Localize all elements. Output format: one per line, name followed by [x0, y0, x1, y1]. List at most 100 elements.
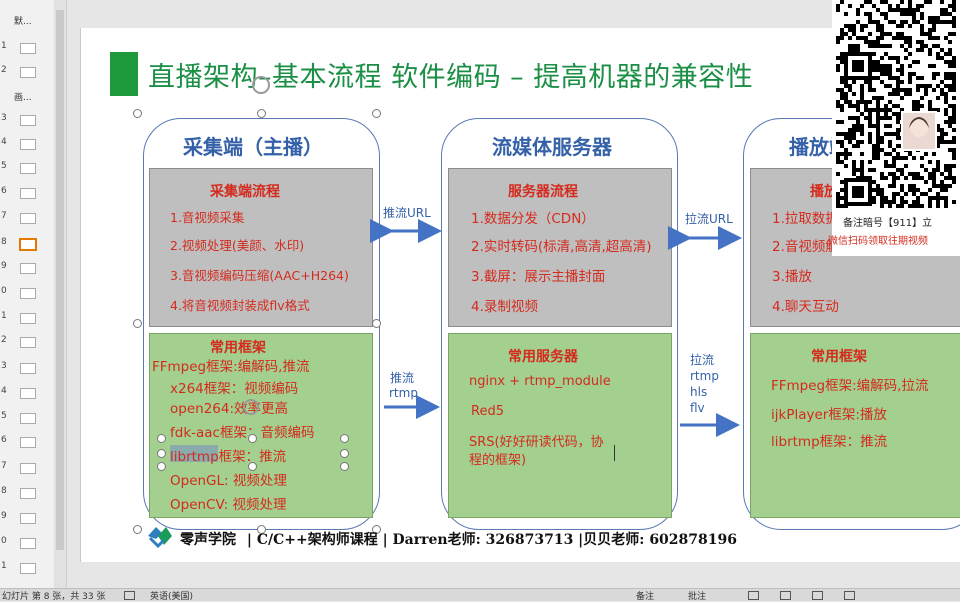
textbox-handle[interactable] — [157, 434, 166, 443]
capture-process-line: 3.音视频编码压缩(AAC+H264) — [170, 268, 349, 283]
slide-thumbnail-image[interactable] — [20, 139, 36, 150]
slide-thumbnail[interactable]: 8 — [0, 234, 54, 254]
capture-framework-line: OpenCV: 视频处理 — [170, 497, 287, 513]
slide-thumbnail[interactable]: 5 — [0, 408, 54, 428]
textbox-handle[interactable] — [157, 462, 166, 471]
server-list-line: nginx + rtmp_module — [469, 374, 611, 389]
slide-thumbnail-image[interactable] — [20, 163, 36, 174]
slide-thumbnail[interactable]: 8 — [0, 483, 54, 503]
server-process-line: 1.数据分发（CDN） — [471, 211, 595, 227]
slide-thumbnail-number: 2 — [1, 335, 7, 345]
resize-handle[interactable] — [372, 319, 381, 328]
slide-thumbnail-image[interactable] — [20, 115, 36, 126]
comments-toggle[interactable]: 批注 — [688, 592, 707, 602]
scrollbar-thumb[interactable] — [56, 10, 64, 550]
pull-proto-label: hls — [690, 385, 708, 399]
footer-course-info: | C/C++架构师课程 | Darren老师: 326873713 |贝贝老师… — [246, 532, 737, 548]
slide-thumbnail[interactable]: 7 — [0, 208, 54, 228]
slide-thumbnail[interactable]: 6 — [0, 183, 54, 203]
rotate-handle-icon[interactable] — [243, 399, 259, 415]
slide-thumbnail-image[interactable] — [20, 413, 36, 424]
resize-handle[interactable] — [372, 525, 381, 534]
slide-thumbnail-image[interactable] — [19, 238, 37, 251]
slide-thumbnail-image[interactable] — [20, 213, 36, 224]
slide-thumbnail-image[interactable] — [20, 563, 36, 574]
section-label-2[interactable]: 画... — [14, 93, 32, 103]
slide-thumbnail-number: 9 — [1, 511, 7, 521]
slide-thumbnail[interactable]: 2 — [0, 332, 54, 352]
capture-framework-line: OpenGL: 视频处理 — [170, 473, 287, 489]
slide-thumbnail-image[interactable] — [20, 188, 36, 199]
capture-process-heading: 采集端流程 — [210, 184, 280, 200]
slide-thumbnail-image[interactable] — [20, 488, 36, 499]
slide-thumbnail-image[interactable] — [20, 337, 36, 348]
capture-process-box[interactable] — [149, 168, 373, 327]
resize-handle[interactable] — [133, 319, 142, 328]
textbox-handle[interactable] — [340, 449, 349, 458]
capture-frameworks-box[interactable] — [149, 333, 373, 518]
slide-thumbnail[interactable]: 3 — [0, 358, 54, 378]
slide-thumbnail-number: 7 — [1, 461, 7, 471]
server-list-line: 程的框架) — [469, 453, 527, 468]
slide-thumbnail-image[interactable] — [20, 43, 36, 54]
resize-handle[interactable] — [257, 525, 266, 534]
slide-thumbnail[interactable]: 4 — [0, 383, 54, 403]
slide-thumbnail[interactable]: 7 — [0, 458, 54, 478]
spellcheck-icon[interactable] — [124, 591, 135, 600]
slide-thumbnail[interactable]: 5 — [0, 158, 54, 178]
title-accent-bar — [110, 52, 138, 96]
resize-handle[interactable] — [257, 109, 266, 118]
slide-thumbnail-image[interactable] — [20, 388, 36, 399]
qr-code-icon — [836, 0, 956, 208]
slide-thumbnail[interactable]: 0 — [0, 283, 54, 303]
normal-view-icon[interactable] — [748, 591, 759, 600]
slide-thumbnail-image[interactable] — [20, 313, 36, 324]
rotate-handle-icon[interactable] — [252, 76, 270, 94]
reading-view-icon[interactable] — [812, 591, 823, 600]
resize-handle[interactable] — [133, 109, 142, 118]
slideshow-icon[interactable] — [844, 591, 855, 600]
language-indicator[interactable]: 英语(美国) — [150, 592, 194, 602]
slide-thumbnail[interactable]: 1 — [0, 38, 54, 58]
section-label-default[interactable]: 默... — [14, 17, 32, 27]
textbox-handle[interactable] — [157, 449, 166, 458]
server-process-line: 4.录制视频 — [471, 299, 538, 315]
slide-thumbnail[interactable]: 0 — [0, 533, 54, 553]
slide-thumbnail[interactable]: 2 — [0, 62, 54, 82]
slide-thumbnail[interactable]: 9 — [0, 258, 54, 278]
slide-thumbnail[interactable]: 4 — [0, 134, 54, 154]
server-process-box[interactable] — [448, 168, 672, 327]
slide-thumbnail[interactable]: 3 — [0, 110, 54, 130]
slide-thumbnail-image[interactable] — [20, 538, 36, 549]
slide-thumbnail-image[interactable] — [20, 363, 36, 374]
slide-thumbnail-image[interactable] — [20, 437, 36, 448]
server-list-box[interactable] — [448, 333, 672, 518]
slide-thumbnail-image[interactable] — [20, 463, 36, 474]
slide-thumbnail[interactable]: 1 — [0, 308, 54, 328]
slide-thumbnail-image[interactable] — [20, 263, 36, 274]
slide-thumbnail[interactable]: 1 — [0, 558, 54, 578]
slide-thumbnail-image[interactable] — [20, 288, 36, 299]
textbox-handle[interactable] — [248, 462, 257, 471]
slide-thumbnail-number: 0 — [1, 286, 7, 296]
slide-thumbnail-image[interactable] — [20, 67, 36, 78]
slide-thumbnail-image[interactable] — [20, 513, 36, 524]
resize-handle[interactable] — [133, 525, 142, 534]
textbox-handle[interactable] — [248, 434, 257, 443]
slide-thumbnail-number: 2 — [1, 65, 7, 75]
textbox-handle[interactable] — [340, 434, 349, 443]
player-frameworks-box[interactable] — [750, 333, 960, 518]
slide-title[interactable]: 直播架构–基本流程 软件编码 – 提高机器的兼容性 — [148, 62, 754, 93]
slide-thumbnail[interactable]: 6 — [0, 432, 54, 452]
slide-thumbnail[interactable]: 9 — [0, 508, 54, 528]
textbox-handle[interactable] — [340, 462, 349, 471]
slide-thumbnail-number: 6 — [1, 435, 7, 445]
sorter-view-icon[interactable] — [780, 591, 791, 600]
thumbnail-scrollbar[interactable] — [54, 0, 66, 588]
resize-handle[interactable] — [372, 109, 381, 118]
slide-thumbnail-number: 1 — [1, 311, 7, 321]
slide-thumbnail-number: 0 — [1, 536, 7, 546]
capture-framework-line-selected[interactable]: librtmp框架：推流 — [170, 449, 287, 465]
notes-toggle[interactable]: 备注 — [636, 592, 655, 602]
slide-thumbnail-number: 4 — [1, 386, 7, 396]
